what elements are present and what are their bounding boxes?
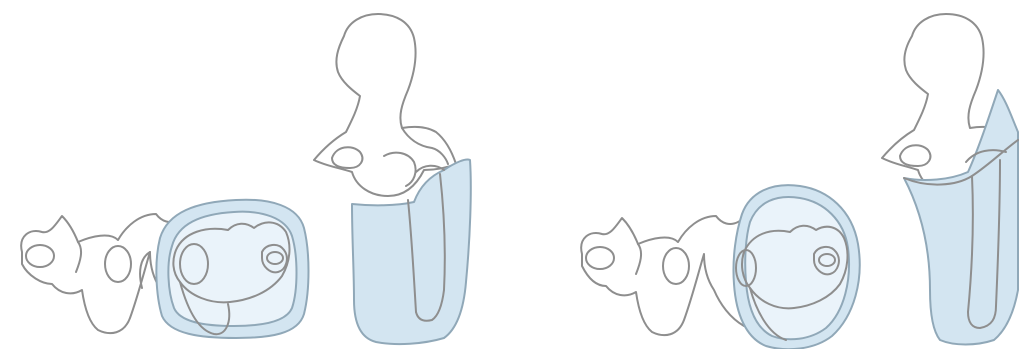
right-femur-shade: [904, 90, 1018, 345]
right-obturator-foramen-1: [586, 247, 614, 269]
right-pelvis-shade-inner: [745, 197, 849, 339]
left-pelvis-inner-curve: [76, 242, 81, 272]
right-pelvis-inner-curve: [636, 244, 641, 274]
left-obturator-foramen-2: [105, 246, 131, 282]
left-pelvis-shade-inner: [168, 212, 296, 326]
left-panel: [21, 14, 471, 344]
left-pelvis-anterior-hole: [332, 147, 362, 168]
left-pelvis-anterior-inner-2: [402, 128, 448, 164]
right-pelvis-anterior-hole: [900, 145, 930, 166]
right-panel: [581, 14, 1018, 349]
left-pelvis-anterior-inner: [384, 153, 416, 186]
left-obturator-foramen-1: [26, 245, 54, 267]
right-obturator-foramen-2: [663, 248, 689, 284]
left-pelvis-anterior-outline: [314, 14, 456, 196]
